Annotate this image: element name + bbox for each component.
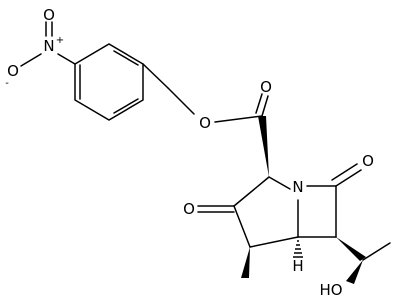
atom-label-o-carbonyl: O bbox=[260, 78, 272, 96]
bond-carbonyl-o bbox=[261, 95, 269, 117]
wedge-c6-sidechain bbox=[336, 237, 366, 261]
bond-c4-c5 bbox=[249, 236, 299, 248]
bond-n-c2 bbox=[268, 176, 291, 190]
bond-c2-c3 bbox=[233, 176, 270, 207]
bond-n-aryl bbox=[57, 53, 76, 65]
atom-label-o-lactam: O bbox=[362, 152, 374, 170]
hashed-bond bbox=[293, 240, 303, 258]
charge-minus: - bbox=[5, 78, 9, 89]
bond-n-o-left bbox=[20, 53, 42, 67]
atom-label-n-nitro: N bbox=[43, 37, 54, 55]
wedge-c2-ester bbox=[258, 116, 269, 177]
atom-label-o-nitro-left: O bbox=[7, 62, 19, 80]
atom-label-n-ring: N bbox=[292, 178, 303, 196]
atom-label-o-ester: O bbox=[199, 114, 211, 132]
atom-label-o-ketone: O bbox=[183, 200, 195, 218]
bond-aryl-ch2 bbox=[142, 63, 169, 89]
atom-label-ho: HO bbox=[319, 281, 342, 299]
bond-carbonyl-o-double bbox=[255, 93, 263, 114]
benzene-double-1 bbox=[113, 50, 139, 66]
bond-ch2-o bbox=[167, 87, 195, 115]
benzene-ring bbox=[74, 43, 144, 121]
bond-lines bbox=[20, 21, 391, 261]
atom-label-h: H bbox=[292, 257, 303, 275]
benzene-double-2 bbox=[113, 98, 139, 114]
bond-c3-c4 bbox=[233, 205, 251, 248]
charge-plus: + bbox=[56, 35, 64, 46]
wedge-c4-methyl bbox=[241, 247, 250, 278]
stereo-bonds bbox=[241, 116, 366, 284]
bond-o-carbonyl bbox=[214, 115, 263, 123]
bond-lactam-co-double bbox=[331, 163, 358, 181]
atom-label-o-nitro-top: O bbox=[43, 6, 55, 24]
bond-lactam-co bbox=[335, 169, 362, 187]
wedge-oh bbox=[346, 260, 363, 284]
bond-ch-ch3 bbox=[362, 242, 391, 261]
